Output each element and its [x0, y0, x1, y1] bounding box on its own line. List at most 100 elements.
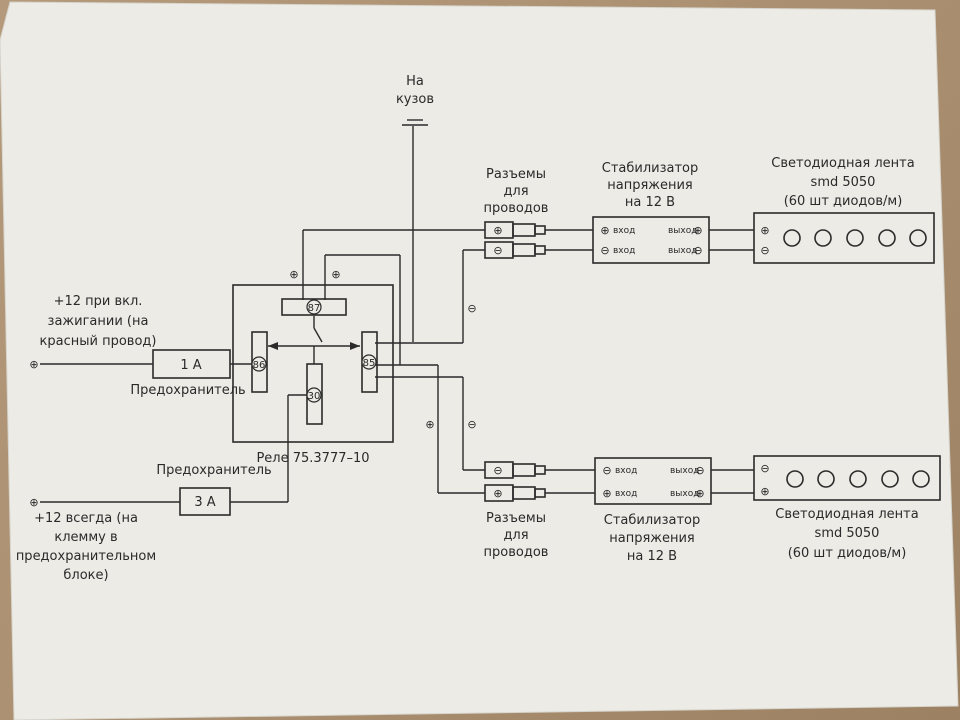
minus-marker-top: ⊖	[467, 302, 476, 315]
led-bottom-line-1: Светодиодная лента	[775, 507, 918, 522]
always-line-1: +12 всегда (на	[34, 511, 138, 526]
relay-switch-blade	[313, 327, 323, 343]
stab-top-in-plus: вход	[613, 226, 635, 236]
ignition-line-3: красный провод)	[40, 334, 157, 349]
relay-pin-87	[306, 299, 322, 315]
led-strip-top: ⊕ ⊖	[753, 212, 935, 264]
stab-bottom-out-plus: выход	[670, 489, 699, 499]
stab-top-out-minus-sign: ⊖	[693, 244, 702, 257]
connector-top-minus-tip	[534, 245, 546, 255]
fuse-2-caption: Предохранитель	[156, 463, 271, 478]
led-bottom-diode	[786, 470, 804, 488]
connectors-top-line-1: Разъемы	[486, 167, 546, 182]
fuse-1-caption: Предохранитель	[130, 383, 245, 398]
stabilizer-top-line-2: напряжения	[607, 178, 693, 193]
connector-bottom-plus-sign: ⊕	[493, 487, 502, 500]
label-led-bottom: Светодиодная лента smd 5050 (60 шт диодо…	[775, 507, 918, 561]
connectors-top: ⊕ ⊖	[484, 221, 546, 259]
connector-top-minus-sign: ⊖	[493, 244, 502, 257]
led-strip-bottom: ⊖ ⊕	[753, 455, 941, 501]
connectors-bottom-line-1: Разъемы	[486, 511, 546, 526]
led-strip-top-body	[753, 212, 935, 264]
relay-pin-30	[306, 387, 322, 403]
stabilizer-top-line-3: на 12 В	[625, 195, 675, 210]
stabilizer-top-body	[592, 216, 710, 264]
fuse-2-label: 3 A	[194, 495, 215, 510]
connector-bottom-minus-sign: ⊖	[493, 464, 502, 477]
stab-top-in-minus: вход	[613, 246, 635, 256]
label-led-top: Светодиодная лента smd 5050 (60 шт диодо…	[771, 156, 914, 209]
stab-top-out-plus: выход	[668, 226, 697, 236]
connector-bottom-minus-tip	[534, 465, 546, 475]
fuse-2-body	[179, 487, 231, 516]
relay-pin-85-label: 85	[363, 358, 376, 369]
label-stabilizer-top: Стабилизатор напряжения на 12 В	[602, 161, 699, 210]
plus-marker-bottom: ⊕	[425, 418, 434, 431]
led-top-line-1: Светодиодная лента	[771, 156, 914, 171]
led-top-diode	[909, 229, 927, 247]
plus-terminal-always: ⊕	[29, 496, 38, 509]
ignition-line-2: зажигании (на	[48, 314, 149, 329]
connector-bottom-plus-tip	[534, 488, 546, 498]
relay-arrow-right	[350, 342, 360, 350]
led-top-plus-sign: ⊕	[760, 224, 769, 237]
stab-bottom-out-minus: выход	[670, 466, 699, 476]
relay-pin-85	[361, 354, 377, 370]
connectors-bottom: ⊖ ⊕	[484, 461, 546, 502]
label-connectors-bottom: Разъемы для проводов	[484, 511, 549, 560]
stabilizer-bottom: ⊖ вход ⊕ вход выход ⊖ выход ⊕	[594, 457, 712, 505]
led-bottom-diode	[881, 470, 899, 488]
relay-pin-86-label: 86	[253, 360, 266, 371]
ground-label-line-2: кузов	[396, 92, 434, 107]
led-strip-bottom-body	[753, 455, 941, 501]
connectors-top-line-3: проводов	[484, 201, 549, 216]
led-top-diode	[814, 229, 832, 247]
label-connectors-top: Разъемы для проводов	[484, 167, 549, 216]
led-top-diode	[846, 229, 864, 247]
led-bottom-line-2: smd 5050	[815, 526, 880, 541]
stab-bottom-in-minus: вход	[615, 466, 637, 476]
wires	[40, 119, 754, 503]
stab-top-out-plus-sign: ⊕	[693, 224, 702, 237]
relay: 87 86 85 30 Реле 75.3777–10	[232, 284, 394, 466]
relay-caption: Реле 75.3777–10	[256, 451, 369, 466]
led-top-line-2: smd 5050	[811, 175, 876, 190]
relay-pin-87-bar	[281, 298, 347, 316]
connector-top-plus-sign: ⊕	[493, 224, 502, 237]
stab-bottom-out-minus-sign: ⊖	[695, 464, 704, 477]
led-top-diode	[878, 229, 896, 247]
stabilizer-bottom-line-3: на 12 В	[627, 549, 677, 564]
led-top-line-3: (60 шт диодов/м)	[784, 194, 903, 209]
connectors-bottom-line-3: проводов	[484, 545, 549, 560]
label-always: +12 всегда (на клемму в предохранительно…	[16, 511, 156, 583]
connectors-bottom-line-2: для	[503, 528, 528, 543]
stab-top-in-plus-sign: ⊕	[600, 224, 609, 237]
connectors-top-line-2: для	[503, 184, 528, 199]
stab-bottom-in-plus-sign: ⊕	[602, 487, 611, 500]
relay-pin-87-label: 87	[308, 303, 321, 314]
led-bottom-diode	[912, 470, 930, 488]
stabilizer-top: ⊕ вход ⊖ вход выход ⊕ выход ⊖	[592, 216, 710, 264]
relay-pin-86	[251, 356, 267, 372]
led-top-diode	[783, 229, 801, 247]
stab-bottom-out-plus-sign: ⊕	[695, 487, 704, 500]
always-line-3: предохранительном	[16, 549, 156, 564]
ground-label-line-1: На	[406, 74, 424, 89]
ignition-line-1: +12 при вкл.	[54, 294, 143, 309]
fuse-1: 1 A Предохранитель	[130, 349, 246, 398]
stabilizer-top-line-1: Стабилизатор	[602, 161, 699, 176]
led-bottom-diode	[849, 470, 867, 488]
always-line-4: блоке)	[63, 568, 108, 583]
label-ground: На кузов	[396, 74, 434, 107]
stab-top-out-minus: выход	[668, 246, 697, 256]
minus-marker-bottom: ⊖	[467, 418, 476, 431]
stabilizer-bottom-body	[594, 457, 712, 505]
label-stabilizer-bottom: Стабилизатор напряжения на 12 В	[604, 513, 701, 564]
stabilizer-bottom-line-1: Стабилизатор	[604, 513, 701, 528]
fuse-2: 3 A Предохранитель	[156, 463, 272, 516]
relay-body	[232, 284, 394, 443]
stab-bottom-in-plus: вход	[615, 489, 637, 499]
led-bottom-diode	[817, 470, 835, 488]
